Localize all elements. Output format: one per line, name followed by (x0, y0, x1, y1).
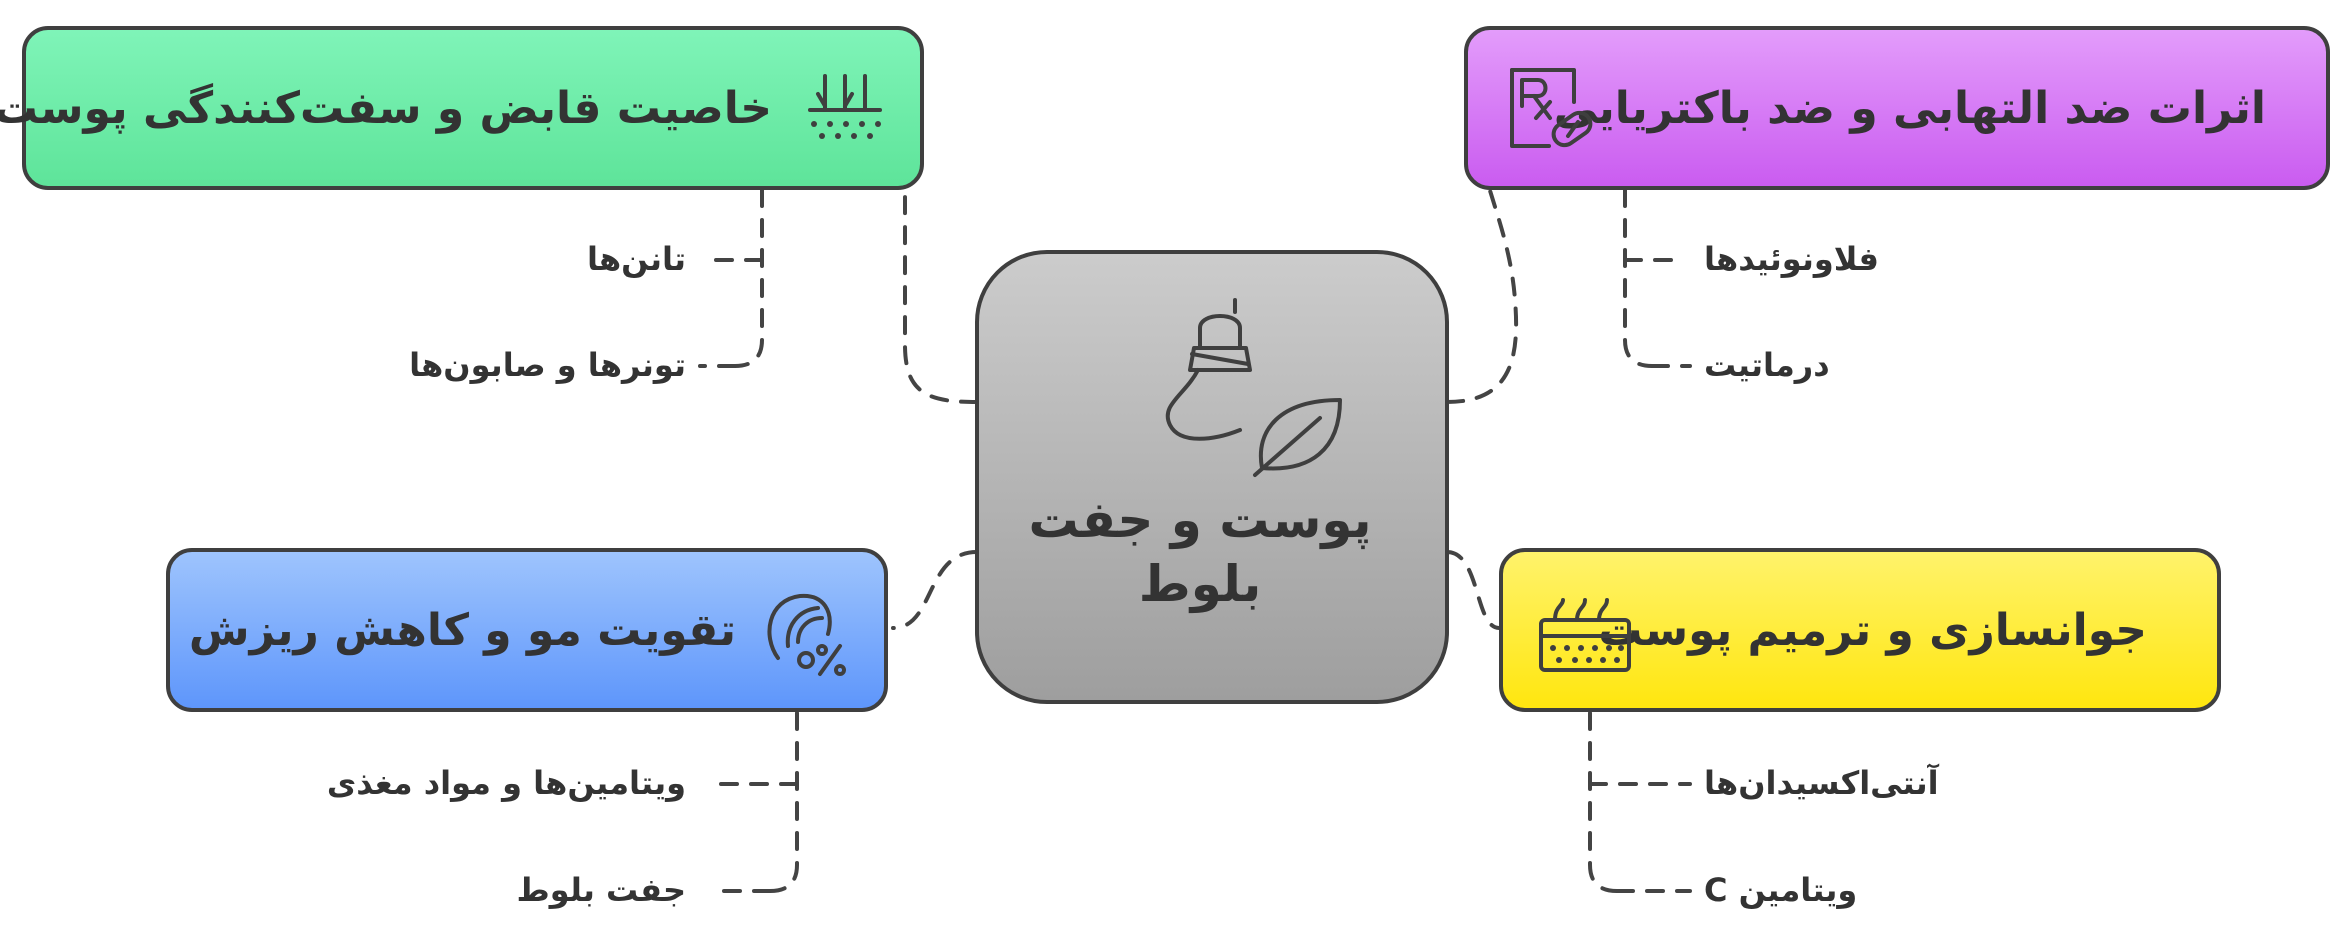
branch-rejuvenation[interactable]: جوانسازی و ترمیم پوست (1499, 548, 2221, 712)
center-node-box (975, 250, 1449, 704)
branch-anti-inflammatory-title: اثرات ضد التهابی و ضد باکتریایی (1553, 82, 2266, 134)
branch-hair[interactable]: تقویت مو و کاهش ریزش (166, 548, 888, 712)
center-title-line2: بلوط (1138, 555, 1262, 613)
skin-texture-icon (1539, 598, 1631, 672)
link-center-antiinflam (1445, 138, 1519, 404)
astringent-child-1: تانن‌ها (586, 240, 686, 278)
center-node-title: پوست و جفت بلوط (1000, 488, 1400, 616)
antiinflam-child-2: درماتیت (1704, 346, 1830, 384)
branch-hair-title: تقویت مو و کاهش ریزش (188, 604, 736, 656)
hair-child-1: ویتامین‌ها و مواد مغذی (326, 764, 686, 802)
branch-rejuvenation-title: جوانسازی و ترمیم پوست (1598, 604, 2147, 656)
branch-astringent-title: خاصیت قابض و سفت‌کنندگی پوست (0, 82, 772, 134)
skin-layers-icon (808, 74, 882, 139)
antiinflam-child-1: فلاونوئیدها (1704, 240, 1879, 278)
branch-anti-inflammatory[interactable]: اثرات ضد التهابی و ضد باکتریایی (1464, 26, 2330, 190)
link-astringent-trunk (733, 188, 764, 368)
center-title-line1: پوست و جفت (1028, 491, 1372, 549)
lamp-icon (1165, 298, 1252, 441)
link-antiinflam-trunk (1623, 188, 1654, 368)
hair-child-2: جفت بلوط (516, 871, 686, 909)
hair-percent-icon (767, 593, 846, 676)
link-center-astringent (903, 188, 979, 404)
link-center-rejuv (1445, 550, 1501, 630)
link-center-hair (891, 550, 979, 630)
leaf-icon (1253, 398, 1342, 477)
astringent-child-2: تونرها و صابون‌ها (409, 346, 686, 384)
branch-astringent[interactable]: خاصیت قابض و سفت‌کنندگی پوست (0, 26, 924, 190)
prescription-pill-icon (1510, 68, 1593, 148)
link-rejuv-trunk (1588, 711, 1619, 893)
link-hair-trunk (768, 711, 799, 893)
rejuv-child-1: آنتی‌اکسیدان‌ها (1704, 764, 1939, 802)
rejuv-child-2: ویتامین C (1704, 871, 1858, 909)
